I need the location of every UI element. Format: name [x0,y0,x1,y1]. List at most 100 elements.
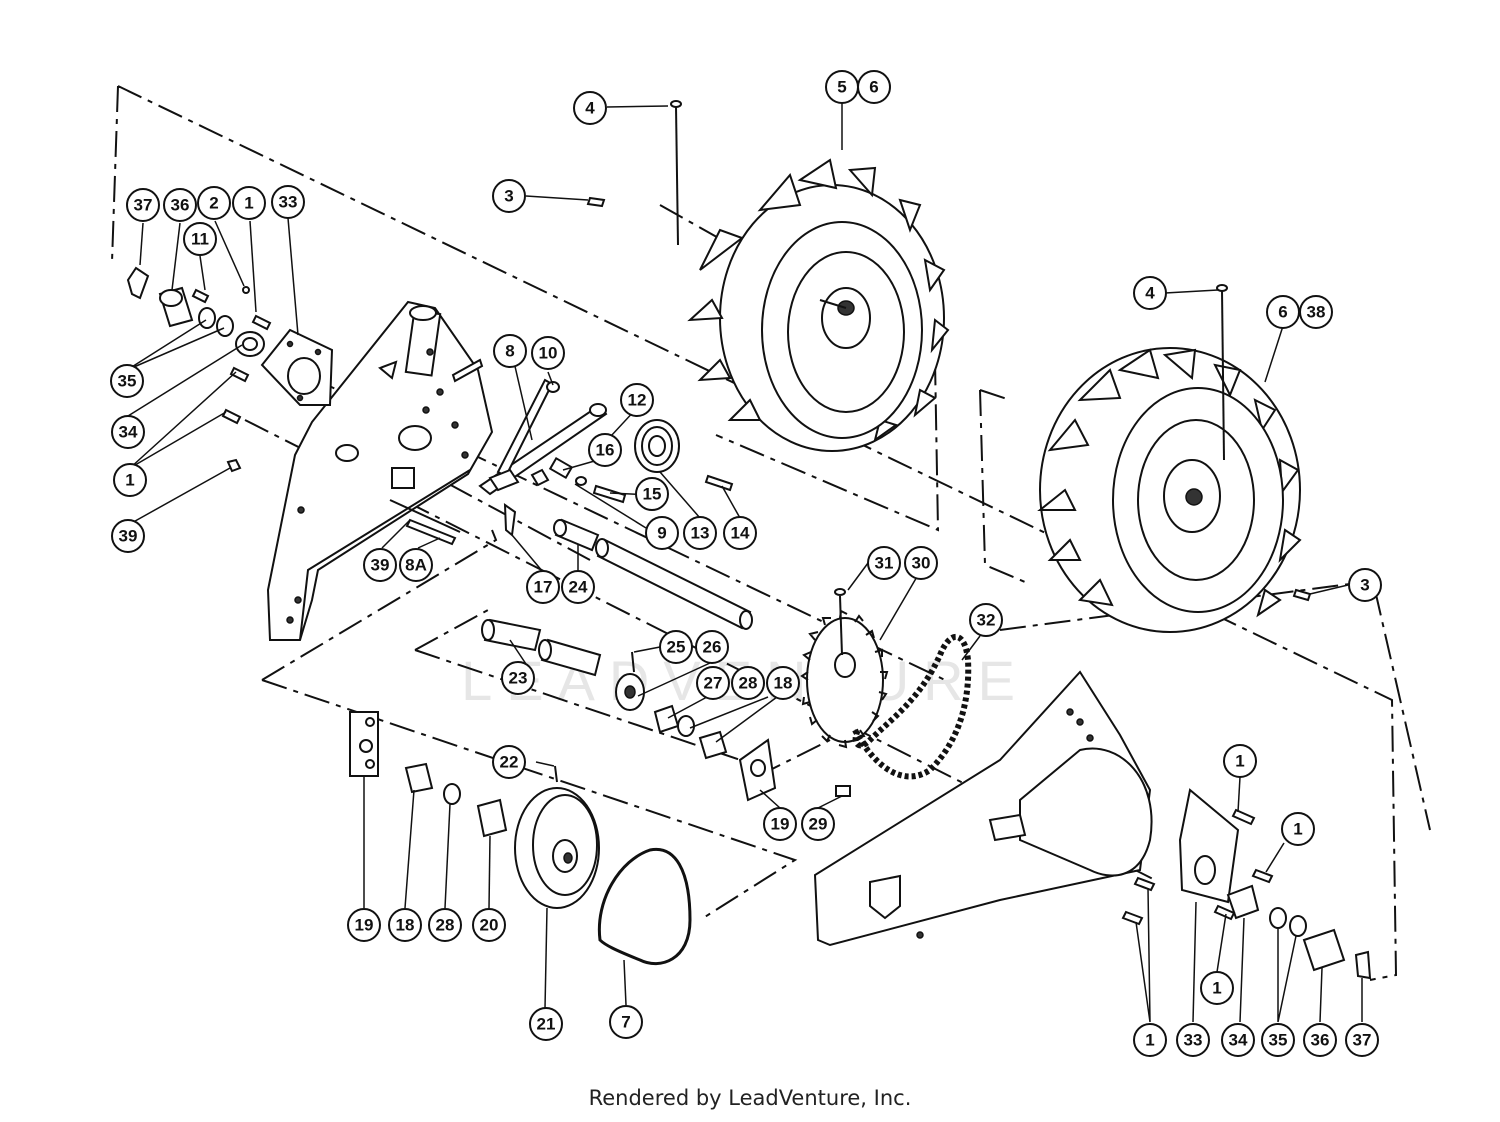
callout-3: 3 [492,179,526,213]
callouts: 4 5 6 3 37 36 2 1 33 11 35 34 1 39 8 10 … [110,70,1382,1057]
callout-28: 28 [428,908,462,942]
svg-text:32: 32 [977,611,996,630]
callout-5: 5 [825,70,859,104]
svg-text:30: 30 [912,554,931,573]
svg-text:3: 3 [1360,576,1369,595]
svg-text:34: 34 [119,423,138,442]
left-hub-parts [126,266,272,473]
callout-6: 6 [1266,295,1300,329]
svg-text:28: 28 [436,916,455,935]
callout-11: 11 [183,222,217,256]
callout-21: 21 [529,1007,563,1041]
sprocket-and-chain [800,588,972,797]
right-hub-parts [1121,788,1372,980]
svg-text:20: 20 [480,916,499,935]
callout-35: 35 [110,364,144,398]
svg-text:34: 34 [1229,1031,1248,1050]
svg-text:39: 39 [371,556,390,575]
callout-33: 33 [1176,1023,1210,1057]
svg-text:14: 14 [731,524,750,543]
callout-39: 39 [363,548,397,582]
svg-text:12: 12 [628,391,647,410]
callout-1: 1 [113,463,147,497]
svg-text:35: 35 [1269,1031,1288,1050]
callout-14: 14 [723,516,757,550]
svg-text:10: 10 [539,344,558,363]
callout-31: 31 [867,546,901,580]
svg-text:6: 6 [1278,303,1287,322]
svg-text:5: 5 [837,78,846,97]
callout-39: 39 [111,519,145,553]
right-side-plate [813,670,1153,947]
svg-text:33: 33 [1184,1031,1203,1050]
callout-4: 4 [1133,276,1167,310]
idler-lever-assembly [478,378,734,537]
callout-36: 36 [163,188,197,222]
svg-text:36: 36 [1311,1031,1330,1050]
wheel-pins [586,100,1312,602]
callout-38: 38 [1299,295,1333,329]
callout-29: 29 [801,807,835,841]
svg-text:11: 11 [191,230,209,249]
callout-2: 2 [197,186,231,220]
svg-text:9: 9 [657,524,666,543]
svg-text:1: 1 [125,471,134,490]
svg-text:29: 29 [809,815,828,834]
callout-37: 37 [1345,1023,1379,1057]
svg-text:21: 21 [537,1015,556,1034]
callout-35: 35 [1261,1023,1295,1057]
svg-text:1: 1 [1212,979,1221,998]
callout-30: 30 [904,546,938,580]
svg-text:28: 28 [739,674,758,693]
callout-17: 17 [526,570,560,604]
drive-shaft-parts [615,651,777,802]
svg-text:31: 31 [875,554,894,573]
left-side-plate [266,300,494,641]
svg-text:3: 3 [504,187,513,206]
callout-32: 32 [969,603,1003,637]
shafts [405,518,753,677]
svg-text:33: 33 [279,193,298,212]
svg-text:17: 17 [534,578,553,597]
svg-text:1: 1 [1145,1031,1154,1050]
svg-text:13: 13 [691,524,710,543]
callout-34: 34 [111,415,145,449]
callout-18: 18 [388,908,422,942]
svg-text:39: 39 [119,527,138,546]
callout-27: 27 [696,666,730,700]
callout-33: 33 [271,185,305,219]
callout-20: 20 [472,908,506,942]
wheel-right [1037,347,1302,633]
svg-text:1: 1 [1293,820,1302,839]
callout-25: 25 [659,630,693,664]
svg-text:16: 16 [596,441,615,460]
svg-text:25: 25 [667,638,686,657]
callout-8A: 8A [399,548,433,582]
svg-text:37: 37 [1353,1031,1372,1050]
callout-37: 37 [126,188,160,222]
callout-9: 9 [645,516,679,550]
svg-text:8A: 8A [405,556,427,575]
callout-3: 3 [1348,568,1382,602]
svg-text:15: 15 [643,485,662,504]
callout-24: 24 [561,570,595,604]
callout-7: 7 [609,1005,643,1039]
svg-text:27: 27 [704,674,723,693]
callout-36: 36 [1303,1023,1337,1057]
callout-15: 15 [635,477,669,511]
svg-text:24: 24 [569,578,588,597]
svg-text:19: 19 [355,916,374,935]
leader-lines [126,101,1363,1023]
callout-1: 1 [1133,1023,1167,1057]
left-bearing-bracket [260,328,334,406]
svg-text:19: 19 [771,815,790,834]
callout-4: 4 [573,91,607,125]
svg-text:38: 38 [1307,303,1326,322]
callout-10: 10 [531,336,565,370]
callout-6: 6 [857,70,891,104]
callout-13: 13 [683,516,717,550]
svg-text:8: 8 [505,342,514,361]
callout-18: 18 [766,666,800,700]
svg-text:26: 26 [703,638,722,657]
